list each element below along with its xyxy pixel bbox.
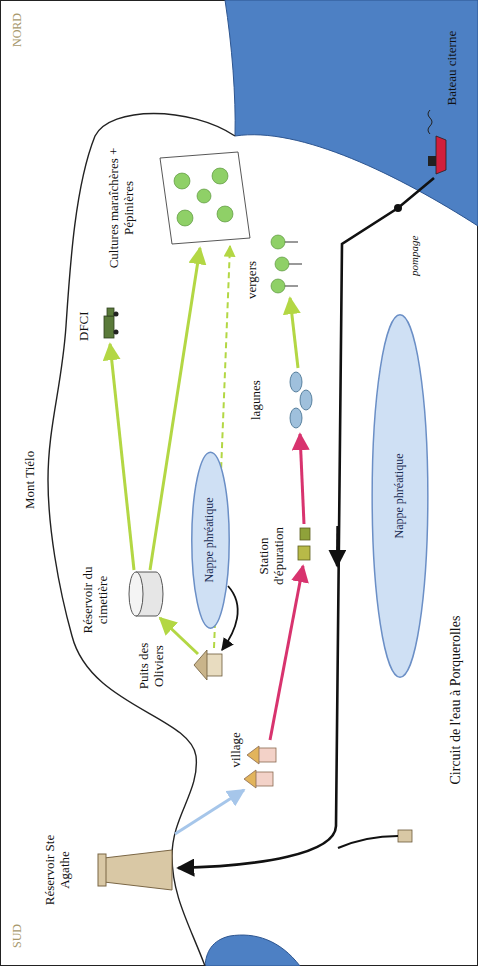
tower-icon: [98, 850, 172, 890]
aquifer-label: Nappe phréatique: [203, 498, 217, 583]
place-label: NORD: [11, 13, 25, 47]
house-icons: [244, 746, 276, 788]
place-label: village: [229, 732, 244, 767]
reuse-arrow: [110, 344, 134, 570]
plant-icons: [298, 528, 310, 560]
supply-arrow: [175, 790, 244, 834]
boat-icon: [436, 136, 446, 174]
place-label: DFCI: [77, 311, 92, 341]
place-label: Cultures maraîchères + Pépinières: [107, 146, 137, 271]
pump-symbol: [394, 204, 402, 212]
place-label: vergers: [245, 261, 260, 299]
tank-icon: [129, 572, 163, 616]
wave-mark: [428, 110, 432, 134]
boat-cabin: [428, 156, 436, 166]
place-label: Mont Tiélo: [23, 451, 38, 509]
lagoon-icons: [290, 372, 312, 428]
well-pipe: [338, 836, 398, 848]
fire-truck-icon: [104, 308, 119, 338]
place-label: Station d'épuration: [257, 517, 287, 595]
pipeline: [178, 178, 434, 868]
place-label: Puits des Oliviers: [137, 630, 167, 702]
place-label: lagunes: [249, 380, 264, 420]
well-head: [398, 830, 412, 842]
place-label: Bateau citerne: [445, 31, 460, 106]
place-label: Réservoir du cimetière: [81, 558, 111, 643]
orchard-trees: [271, 235, 302, 293]
wastewater-arrow: [300, 434, 304, 524]
aquifer-ellipse: Nappe phréatique: [191, 450, 230, 630]
aquifer-label: Nappe phréatique: [393, 454, 407, 539]
place-label: SUD: [11, 924, 25, 948]
caption: Circuit de l'eau à Porquerolles: [448, 616, 464, 785]
well-icon: [194, 650, 222, 680]
aquifer-ellipse: Nappe phréatique: [371, 311, 429, 681]
north-sea: [225, 0, 478, 226]
south-sea: [205, 935, 300, 966]
flow-arrow: [336, 526, 339, 566]
place-label: Réservoir Ste Agathe: [43, 834, 73, 906]
wastewater-arrow: [270, 566, 303, 740]
place-label: pompage: [408, 236, 421, 276]
crop-field: [160, 152, 250, 244]
reuse-arrow: [290, 298, 298, 368]
